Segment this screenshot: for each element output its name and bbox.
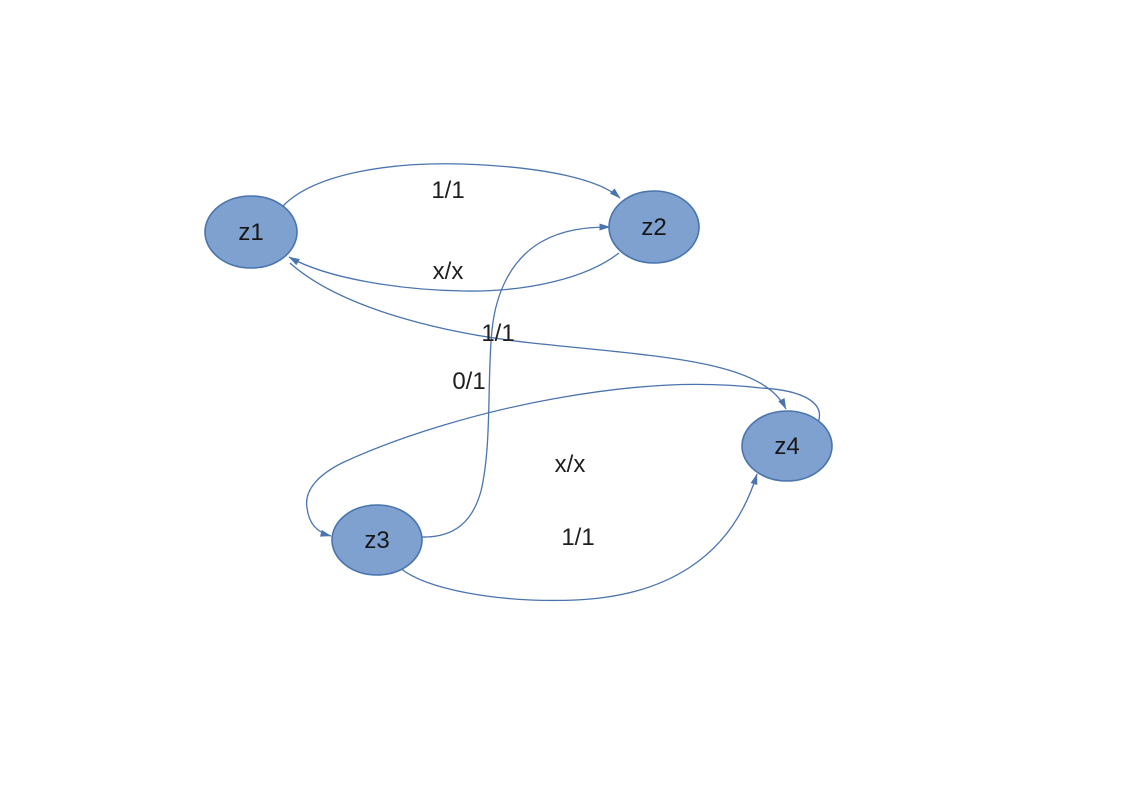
edge-z3-z4[interactable] [399,473,758,602]
edge-label-z1-z2: 1/1 [431,177,464,204]
edge-label-z3-z2: 0/1 [452,368,485,395]
edge-label-z4-z3: x/x [555,451,586,478]
edge-label-z1-z4: 1/1 [481,320,514,347]
edge-z2-z1[interactable] [288,252,620,292]
edge-label-z2-z1: x/x [433,258,464,285]
state-ellipse-z2[interactable] [608,190,700,264]
state-label-z1: z1 [238,219,263,246]
state-label-z4: z4 [774,433,799,460]
edge-z1-z2[interactable] [282,163,621,207]
state-node-z2[interactable]: z2 [608,190,700,264]
edge-label-z3-z4: 1/1 [561,524,594,551]
state-label-z2: z2 [641,214,666,241]
state-label-z3: z3 [364,527,389,554]
state-node-z4[interactable]: z4 [741,410,833,482]
edge-z3-z2[interactable] [420,223,611,538]
state-ellipse-z1[interactable] [204,195,298,269]
edge-z1-z4[interactable] [289,262,787,410]
state-ellipse-z3[interactable] [331,504,423,576]
edge-z4-z3[interactable] [305,383,821,537]
state-ellipse-z4[interactable] [741,410,833,482]
state-node-z1[interactable]: z1 [204,195,298,269]
state-node-z3[interactable]: z3 [331,504,423,576]
